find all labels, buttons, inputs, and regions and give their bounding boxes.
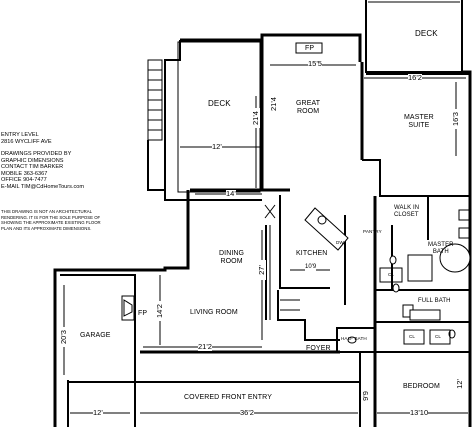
dim-dining-width: 14'	[226, 189, 236, 198]
fireplace-top-label: FP	[305, 45, 315, 52]
room-deck-top: DECK	[415, 29, 438, 38]
dim-kitchen-width: 10'9	[305, 264, 317, 271]
room-covered-entry: COVERED FRONT ENTRY	[184, 394, 272, 401]
dim-fp-height: 14'2	[155, 301, 164, 321]
fixtures	[121, 42, 471, 345]
info-heading-1: ENTRY LEVEL	[1, 132, 39, 138]
room-walk-in-closet: WALK IN CLOSET	[394, 205, 419, 219]
info-heading-2: 2816 WYCLIFF AVE	[1, 138, 52, 145]
room-dining: DINING ROOM	[219, 250, 244, 266]
dim-deck-width: 12'	[212, 142, 222, 151]
disclaimer-line-1: THIS DRAWING IS NOT AN ARCHITECTURAL	[1, 209, 92, 214]
dim-bedroom-width: 13'10	[410, 408, 429, 417]
disclaimer-line-4: PLAN AND ITS APPROXIMATE DIMENSIONS.	[1, 225, 92, 231]
dim-deck-height: 21'4	[251, 108, 260, 128]
great-room-line-2: ROOM	[296, 108, 320, 115]
dim-master-height: 16'3	[451, 109, 460, 129]
fireplace-left-label: FP	[138, 310, 148, 317]
dim-entry-left: 12'	[93, 408, 103, 417]
room-deck-left: DECK	[208, 99, 231, 108]
room-full-bath: FULL BATH	[418, 298, 451, 304]
room-great-room: GREAT ROOM	[296, 100, 320, 116]
dim-bedroom-height: 12'	[455, 379, 464, 389]
room-foyer: FOYER	[306, 345, 331, 352]
dim-entry-height: 9'9	[361, 386, 370, 406]
info-credit-2: GRAPHIC DIMENSIONS	[1, 157, 64, 164]
info-credit-4: MOBILE 363-6367	[1, 170, 48, 177]
master-bath-line-1: MASTER	[428, 242, 454, 248]
dim-great-room-height: 21'4	[269, 97, 278, 111]
room-living: LIVING ROOM	[190, 309, 238, 316]
info-credit-1: DRAWINGS PROVIDED BY	[1, 151, 72, 157]
info-credit-5: OFFICE 904-7477	[1, 177, 47, 183]
dim-garage-height: 20'3	[59, 327, 68, 347]
dim-entry-width: 36'2	[240, 408, 254, 417]
master-suite-line-2: SUITE	[408, 122, 430, 129]
closet-label-c: CL	[435, 334, 442, 339]
closet-line-1: WALK IN	[394, 205, 420, 211]
room-master-bath: MASTER BATH	[428, 242, 454, 256]
dishwasher-label: DW	[336, 240, 344, 245]
disclaimer-line-3: SHOWING THE APPROXIMATE EXISTING FLOOR	[1, 220, 101, 226]
master-bath-line-2: BATH	[432, 249, 449, 255]
dim-master-width: 16'2	[408, 73, 422, 82]
info-credit-email: E-MAIL TIM@CdHomeTours.com	[1, 183, 85, 190]
dining-line-2: ROOM	[220, 258, 243, 265]
dining-line-1: DINING	[219, 250, 245, 257]
closet-label-b: CL	[409, 334, 416, 339]
info-credit-3: CONTACT TIM BARKER	[1, 164, 64, 170]
closet-label-a: CL	[388, 272, 395, 277]
disclaimer-line-2: RENDERING. IT IS FOR THE SOLE PURPOSE OF	[1, 214, 101, 220]
room-bedroom: BEDROOM	[403, 383, 440, 390]
plan-info: ENTRY LEVEL 2816 WYCLIFF AVE DRAWINGS PR…	[1, 132, 101, 190]
closet-line-2: CLOSET	[394, 212, 419, 218]
room-half-bath: HALF BATH	[341, 336, 367, 341]
exterior-walls	[53, 0, 472, 427]
dim-great-room-width: 15'5	[308, 59, 322, 68]
master-suite-line-1: MASTER	[404, 114, 434, 121]
dim-living-height: 27'	[257, 260, 266, 280]
room-master-suite: MASTER SUITE	[404, 114, 434, 130]
room-pantry: PANTRY	[363, 229, 382, 234]
room-kitchen: KITCHEN	[296, 250, 328, 257]
dim-living-width: 21'2	[198, 342, 212, 351]
great-room-line-1: GREAT	[296, 100, 321, 107]
disclaimer: THIS DRAWING IS NOT AN ARCHITECTURAL REN…	[1, 209, 101, 231]
room-garage: GARAGE	[80, 332, 111, 339]
